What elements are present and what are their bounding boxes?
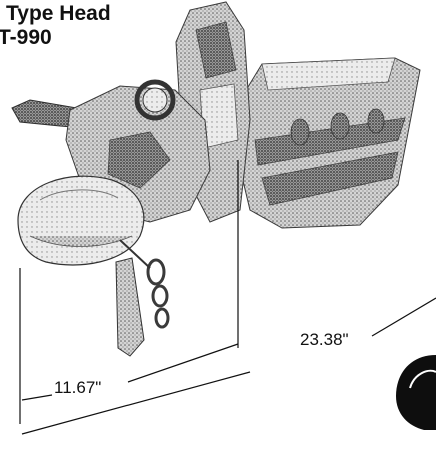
dimension-line-long-a [21, 371, 251, 435]
dimension-line-short-b [127, 343, 239, 383]
dimension-label-short: 11.67" [54, 378, 101, 397]
dimension-line-long-b [371, 297, 436, 337]
corner-badge [396, 355, 436, 430]
safety-chain [119, 239, 170, 329]
dimension-line-short-a [21, 394, 53, 401]
dimension-lines [19, 160, 436, 435]
coupler-socket [17, 175, 145, 266]
coupler-shaft [115, 257, 145, 357]
dimension-label-long: 23.38" [300, 330, 349, 349]
mounting-bracket [237, 57, 421, 229]
title-model-number: T-990 [0, 26, 52, 49]
title-type-head: Type Head [6, 2, 111, 25]
product-title: Type Head T-990 [0, 2, 111, 50]
